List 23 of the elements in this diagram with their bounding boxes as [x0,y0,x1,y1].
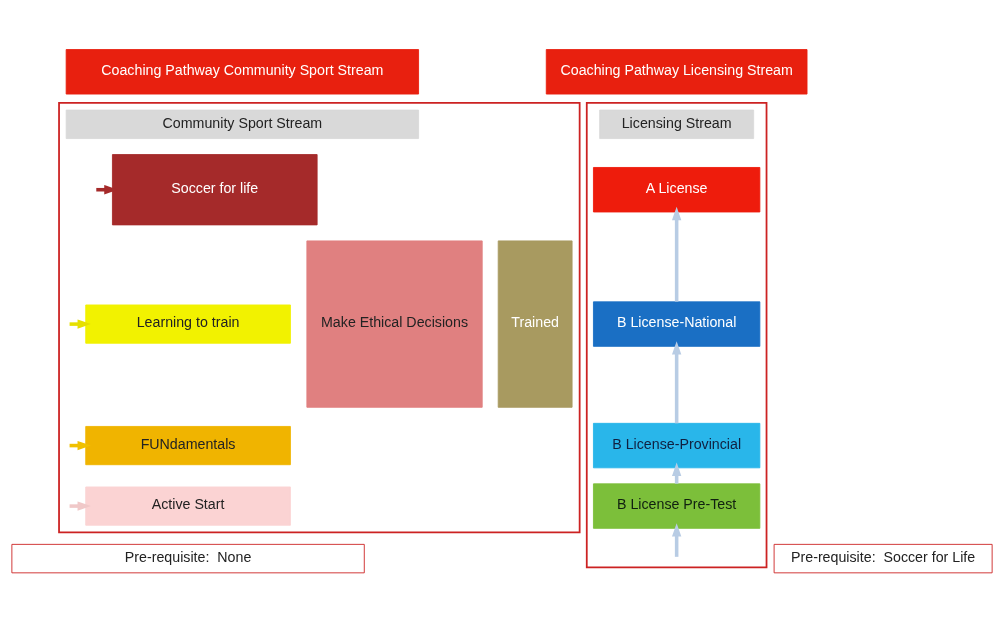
node-box: Coaching Pathway Community Sport Stream [65,49,419,95]
node-box: Trained [497,240,573,408]
arrow [69,501,91,511]
node-box: Pre-requisite: Soccer for Life [773,543,993,574]
node-box: Soccer for life [112,154,318,226]
node-box: Community Sport Stream [65,109,419,139]
node-box: Pre-requisite: None [11,543,365,574]
node-box: Make Ethical Decisions [306,240,483,408]
node-box: Licensing Stream [599,109,755,139]
node-box: B License-Provincial [593,422,761,469]
node-box: Coaching Pathway Licensing Stream [545,49,808,95]
cluster [58,102,581,534]
node-box: B License Pre-Test [593,483,761,529]
arrow [69,319,91,329]
node-box: Learning to train [85,304,291,344]
node-box: B License-National [593,301,761,347]
node-box: FUNdamentals [85,426,291,466]
arrow [671,206,682,302]
arrow [671,341,682,424]
arrow [671,523,682,557]
cluster [585,102,768,569]
node-box: A License [593,167,761,213]
node-box: Active Start [85,486,291,526]
